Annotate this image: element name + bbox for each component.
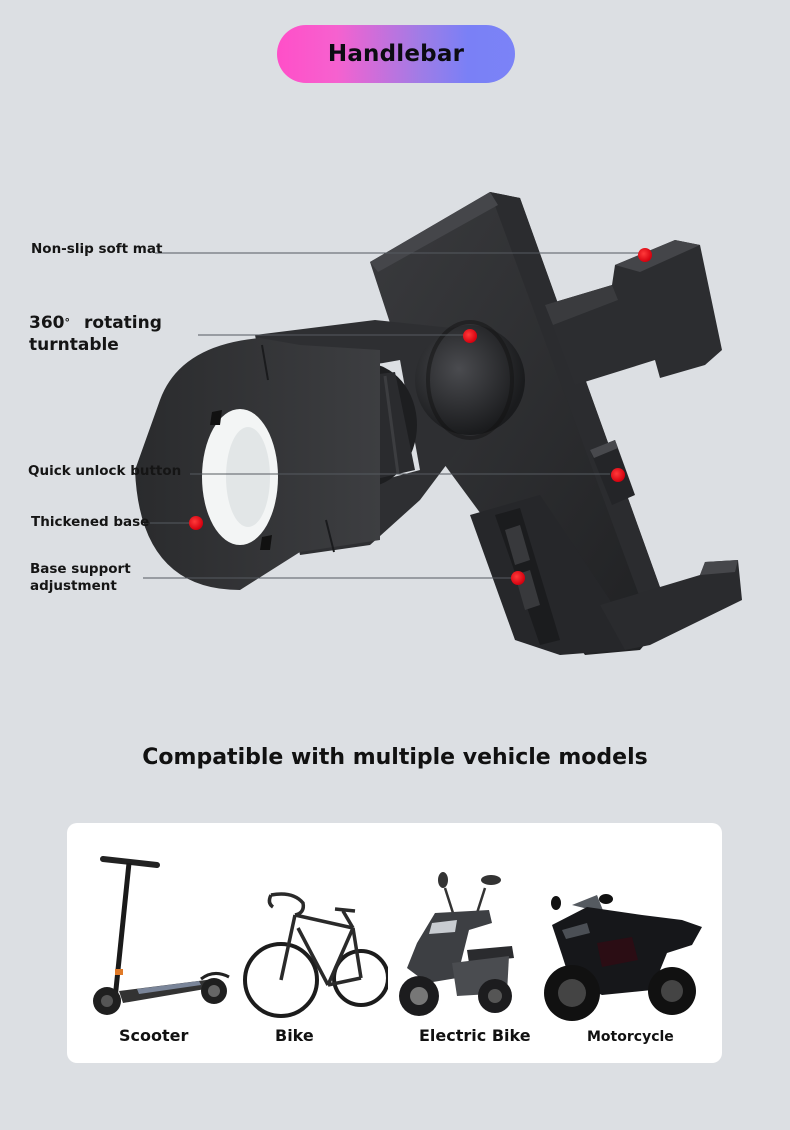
- marker-thickened-base: [189, 516, 203, 530]
- marker-base-support-adjustment: [511, 571, 525, 585]
- motorcycle-image: [542, 885, 707, 1025]
- leader-lines: [143, 252, 645, 579]
- back-plate: [370, 192, 670, 655]
- label-non-slip-soft-mat: Non-slip soft mat: [31, 241, 162, 258]
- label-rotating: rotating: [84, 313, 162, 333]
- label-text: Quick unlock button: [28, 463, 182, 479]
- top-clamp: [545, 240, 722, 385]
- bike-image: [243, 883, 388, 1023]
- label-base-support-adjustment: Base support adjustment: [30, 561, 131, 595]
- handlebar-badge-label: Handlebar: [327, 41, 465, 67]
- marker-quick-unlock-button: [611, 468, 625, 482]
- label-turntable: turntable: [29, 335, 119, 355]
- label-line-1: Base support: [30, 561, 131, 577]
- label-line-2: adjustment: [30, 578, 117, 594]
- label-quick-unlock-button: Quick unlock button: [28, 463, 181, 480]
- marker-non-slip-soft-mat: [638, 248, 652, 262]
- label-360: 360: [29, 313, 65, 333]
- vehicle-compatibility-card: Scooter Bike: [67, 823, 722, 1063]
- handlebar-badge: Handlebar: [277, 25, 515, 83]
- label-thickened-base: Thickened base: [31, 514, 149, 531]
- vehicle-label-bike: Bike: [275, 1026, 314, 1045]
- electric-bike-image: [397, 868, 517, 1023]
- annotation-markers: [189, 248, 652, 585]
- vehicle-label-scooter: Scooter: [119, 1026, 189, 1045]
- compatibility-title: Compatible with multiple vehicle models: [142, 745, 648, 770]
- marker-rotating-turntable: [463, 329, 477, 343]
- scooter-image: [89, 851, 234, 1026]
- label-text: Thickened base: [31, 514, 150, 530]
- vehicle-label-motorcycle: Motorcycle: [587, 1029, 674, 1045]
- vehicle-label-electric-bike: Electric Bike: [419, 1026, 531, 1045]
- label-text: Non-slip soft mat: [31, 241, 163, 257]
- degree-symbol: °: [64, 316, 71, 329]
- label-rotating-turntable: 360° rotating turntable: [29, 312, 162, 356]
- phone-holder-product-image: [135, 192, 742, 655]
